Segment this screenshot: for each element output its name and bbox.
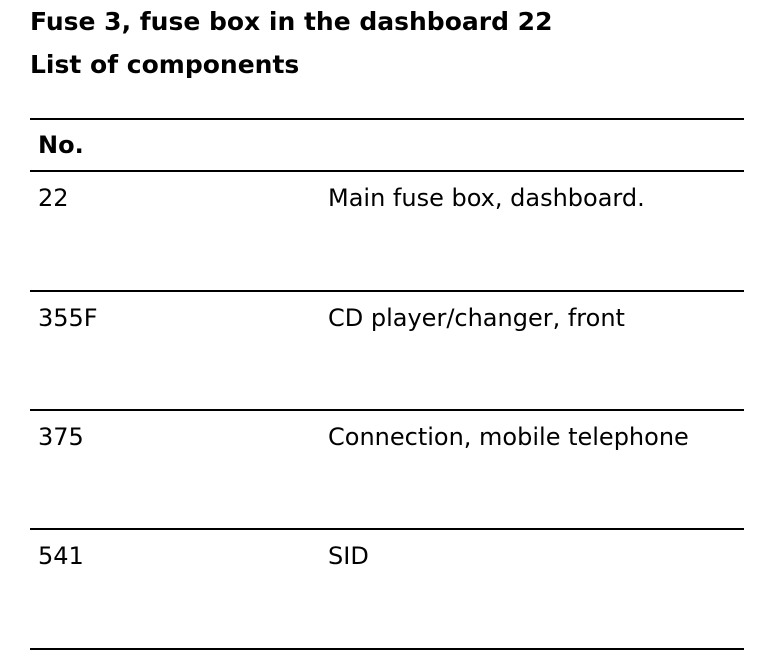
component-description: Connection, mobile telephone (328, 423, 689, 451)
table-bottom-rule (30, 648, 744, 650)
component-description: Main fuse box, dashboard. (328, 184, 645, 212)
column-header-no: No. (38, 131, 84, 159)
component-description: SID (328, 542, 369, 570)
section-heading: List of components (30, 50, 300, 79)
row-rule (30, 528, 744, 530)
component-number: 22 (38, 184, 69, 212)
table-row: 355F CD player/changer, front (30, 292, 744, 410)
table-row: 22 Main fuse box, dashboard. (30, 172, 744, 290)
component-number: 355F (38, 304, 98, 332)
header-rule (30, 170, 744, 172)
page-title: Fuse 3, fuse box in the dashboard 22 (30, 7, 553, 36)
row-rule (30, 409, 744, 411)
row-rule (30, 290, 744, 292)
component-number: 375 (38, 423, 84, 451)
table-row: 541 SID (30, 530, 744, 648)
table-top-rule (30, 118, 744, 120)
component-number: 541 (38, 542, 84, 570)
component-description: CD player/changer, front (328, 304, 625, 332)
table-row: 375 Connection, mobile telephone (30, 411, 744, 529)
